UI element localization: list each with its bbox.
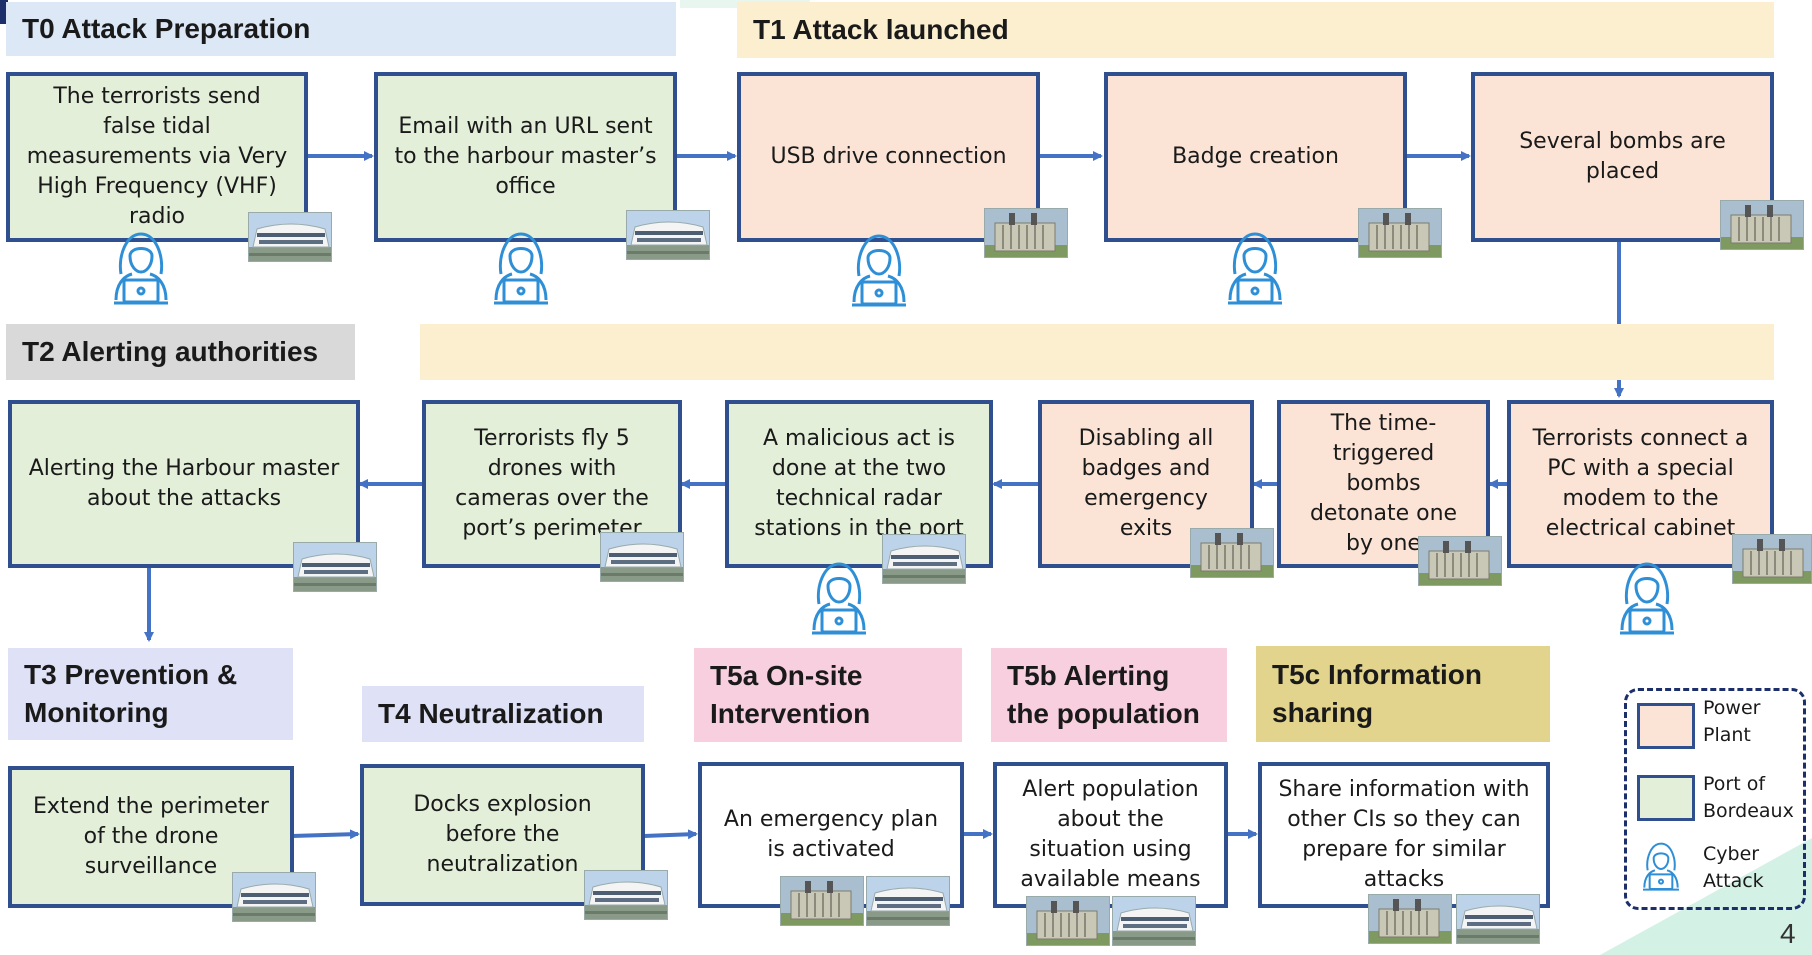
legend-cyber-label: Cyber Attack xyxy=(1703,843,1764,892)
transformer-icon xyxy=(984,208,1068,258)
transformer-icon xyxy=(1190,528,1274,578)
step-share-info-text: Share information with other CIs so they… xyxy=(1278,777,1530,892)
page-number: 4 xyxy=(1780,918,1796,949)
header-t0: T0 Attack Preparation xyxy=(6,2,676,56)
step-drones: Terrorists fly 5 drones with cameras ove… xyxy=(422,400,682,568)
transformer-icon xyxy=(780,876,864,926)
step-badge-creation: Badge creation xyxy=(1104,72,1407,242)
port-building-icon xyxy=(600,532,684,582)
step-time-bombs-text: The time-triggered bombs detonate one by… xyxy=(1309,411,1458,556)
header-t2: T2 Alerting authorities xyxy=(6,324,355,380)
transformer-icon xyxy=(1026,896,1110,946)
step-malicious-radar-text: A malicious act is done at the two techn… xyxy=(754,426,964,541)
step-usb-drive-text: USB drive connection xyxy=(770,144,1007,169)
port-building-icon xyxy=(584,870,668,920)
hacker-laptop-icon xyxy=(806,556,872,636)
step-emergency-plan-text: An emergency plan is activated xyxy=(723,807,939,862)
header-t1: T1 Attack launched xyxy=(737,2,1774,58)
step-pc-modem-text: Terrorists connect a PC with a special m… xyxy=(1532,426,1749,541)
header-t5c: T5c Information sharing xyxy=(1256,646,1550,742)
port-building-icon xyxy=(232,872,316,922)
header-t4: T4 Neutralization xyxy=(362,686,644,742)
header-t5b: T5b Alerting the population xyxy=(991,648,1227,742)
header-t5a: T5a On-site Intervention xyxy=(694,648,962,742)
port-building-icon xyxy=(1112,896,1196,946)
legend-port-swatch xyxy=(1637,775,1695,821)
hacker-laptop-icon xyxy=(846,228,912,308)
transformer-icon xyxy=(1720,200,1804,250)
hacker-laptop-icon xyxy=(1222,226,1288,306)
legend: Power Plant Port of Bordeaux Cyber Attac… xyxy=(1624,688,1806,910)
step-disabling-badges-text: Disabling all badges and emergency exits xyxy=(1078,426,1214,541)
step-alert-population: Alert population about the situation usi… xyxy=(993,762,1228,908)
step-alert-population-text: Alert population about the situation usi… xyxy=(1020,777,1201,892)
header-t2-label: T2 Alerting authorities xyxy=(22,336,319,367)
header-t5c-label: T5c Information sharing xyxy=(1272,659,1483,728)
corner-mark xyxy=(0,0,8,24)
arrow-r3-2 xyxy=(643,829,698,840)
header-t0-label: T0 Attack Preparation xyxy=(22,13,311,44)
arrow-r3-1 xyxy=(291,829,360,840)
header-t5a-label: T5a On-site Intervention xyxy=(710,660,871,729)
legend-power-label: Power Plant xyxy=(1703,697,1761,746)
port-building-icon xyxy=(293,542,377,592)
step-email-url-text: Email with an URL sent to the harbour ma… xyxy=(394,114,657,199)
step-drones-text: Terrorists fly 5 drones with cameras ove… xyxy=(455,426,649,541)
transformer-icon xyxy=(1732,534,1812,584)
header-t5b-label: T5b Alerting the population xyxy=(1007,660,1200,729)
port-building-icon xyxy=(866,876,950,926)
port-building-icon xyxy=(248,212,332,262)
step-extend-perimeter-text: Extend the perimeter of the drone survei… xyxy=(33,794,269,879)
step-badge-creation-text: Badge creation xyxy=(1172,144,1339,169)
transformer-icon xyxy=(1418,536,1502,586)
port-building-icon xyxy=(626,210,710,260)
legend-port-label: Port of Bordeaux xyxy=(1703,773,1794,822)
port-building-icon xyxy=(1456,894,1540,944)
step-alert-harbour-text: Alerting the Harbour master about the at… xyxy=(28,456,340,511)
header-t3-label: T3 Prevention & Monitoring xyxy=(24,659,238,728)
step-pc-modem: Terrorists connect a PC with a special m… xyxy=(1507,400,1774,568)
legend-power-swatch xyxy=(1637,703,1695,749)
header-t1-band xyxy=(420,324,1774,380)
header-t3: T3 Prevention & Monitoring xyxy=(8,648,293,740)
step-false-tidal-text: The terrorists send false tidal measurem… xyxy=(26,84,288,229)
step-share-info: Share information with other CIs so they… xyxy=(1258,762,1550,908)
transformer-icon xyxy=(1358,208,1442,258)
step-time-bombs: The time-triggered bombs detonate one by… xyxy=(1277,400,1490,568)
header-t4-label: T4 Neutralization xyxy=(378,698,604,729)
transformer-icon xyxy=(1368,894,1452,944)
step-bombs-placed-text: Several bombs are placed xyxy=(1519,129,1726,184)
hacker-laptop-icon xyxy=(1614,556,1680,636)
hacker-laptop-icon xyxy=(488,226,554,306)
hacker-laptop-icon xyxy=(108,226,174,306)
step-docks-explosion-text: Docks explosion before the neutralizatio… xyxy=(413,792,592,877)
step-alert-harbour: Alerting the Harbour master about the at… xyxy=(8,400,360,568)
step-extend-perimeter: Extend the perimeter of the drone survei… xyxy=(8,766,294,908)
header-t1-label: T1 Attack launched xyxy=(753,14,1009,45)
hacker-laptop-icon xyxy=(1639,837,1683,893)
port-building-icon xyxy=(882,534,966,584)
